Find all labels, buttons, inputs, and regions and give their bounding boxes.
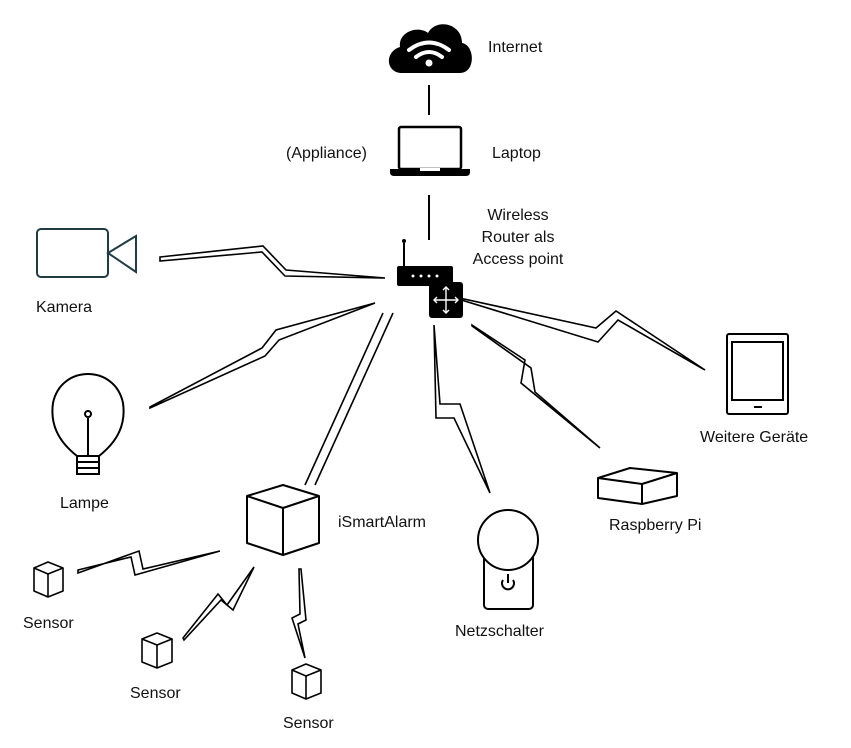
alarm-link-a [304,312,384,486]
alarm-link-b [314,312,394,486]
light-bulb-icon [51,372,125,475]
small-cube-icon [33,561,64,598]
router-icon [397,239,453,286]
laptop-label: Laptop [492,145,541,162]
wireless-link-netzschalter [433,324,491,494]
weitere-label: Weitere Geräte [700,429,809,446]
wireless-link-raspberry [471,323,601,449]
cube-icon [246,484,320,556]
wireless-link-lampe [149,302,376,410]
appliance-label: (Appliance) [286,145,367,162]
sensor-label-3: Sensor [283,715,334,732]
cloud-wifi-icon [388,24,472,73]
internet-label: Internet [488,39,543,56]
ismartalarm-label: iSmartAlarm [338,514,427,531]
wireless-link-sensor2 [182,566,255,642]
raspberry-label: Raspberry Pi [609,517,702,534]
netzschalter-label: Netzschalter [455,623,544,640]
router-label-line2: Router als [481,229,555,246]
wireless-link-sensor1 [77,549,221,576]
sensor-label-2: Sensor [130,685,181,702]
small-cube-icon [141,632,173,669]
tablet-icon [726,333,789,415]
router-label-line1: Wireless [487,207,549,224]
small-cube-icon [291,663,322,700]
network-switch-icon [429,282,463,318]
box-icon [597,467,678,505]
router-label: Wireless Router als Access point [468,205,568,271]
wireless-link-sensor3 [291,568,307,659]
smart-plug-icon [477,509,539,610]
sensor-label-1: Sensor [23,615,74,632]
lampe-label: Lampe [60,495,109,512]
video-camera-icon [36,228,137,278]
wireless-link-weitere [454,296,706,371]
kamera-label: Kamera [36,299,93,316]
laptop-icon [390,125,470,176]
wireless-link-kamera [159,245,386,279]
router-label-line3: Access point [472,251,564,268]
